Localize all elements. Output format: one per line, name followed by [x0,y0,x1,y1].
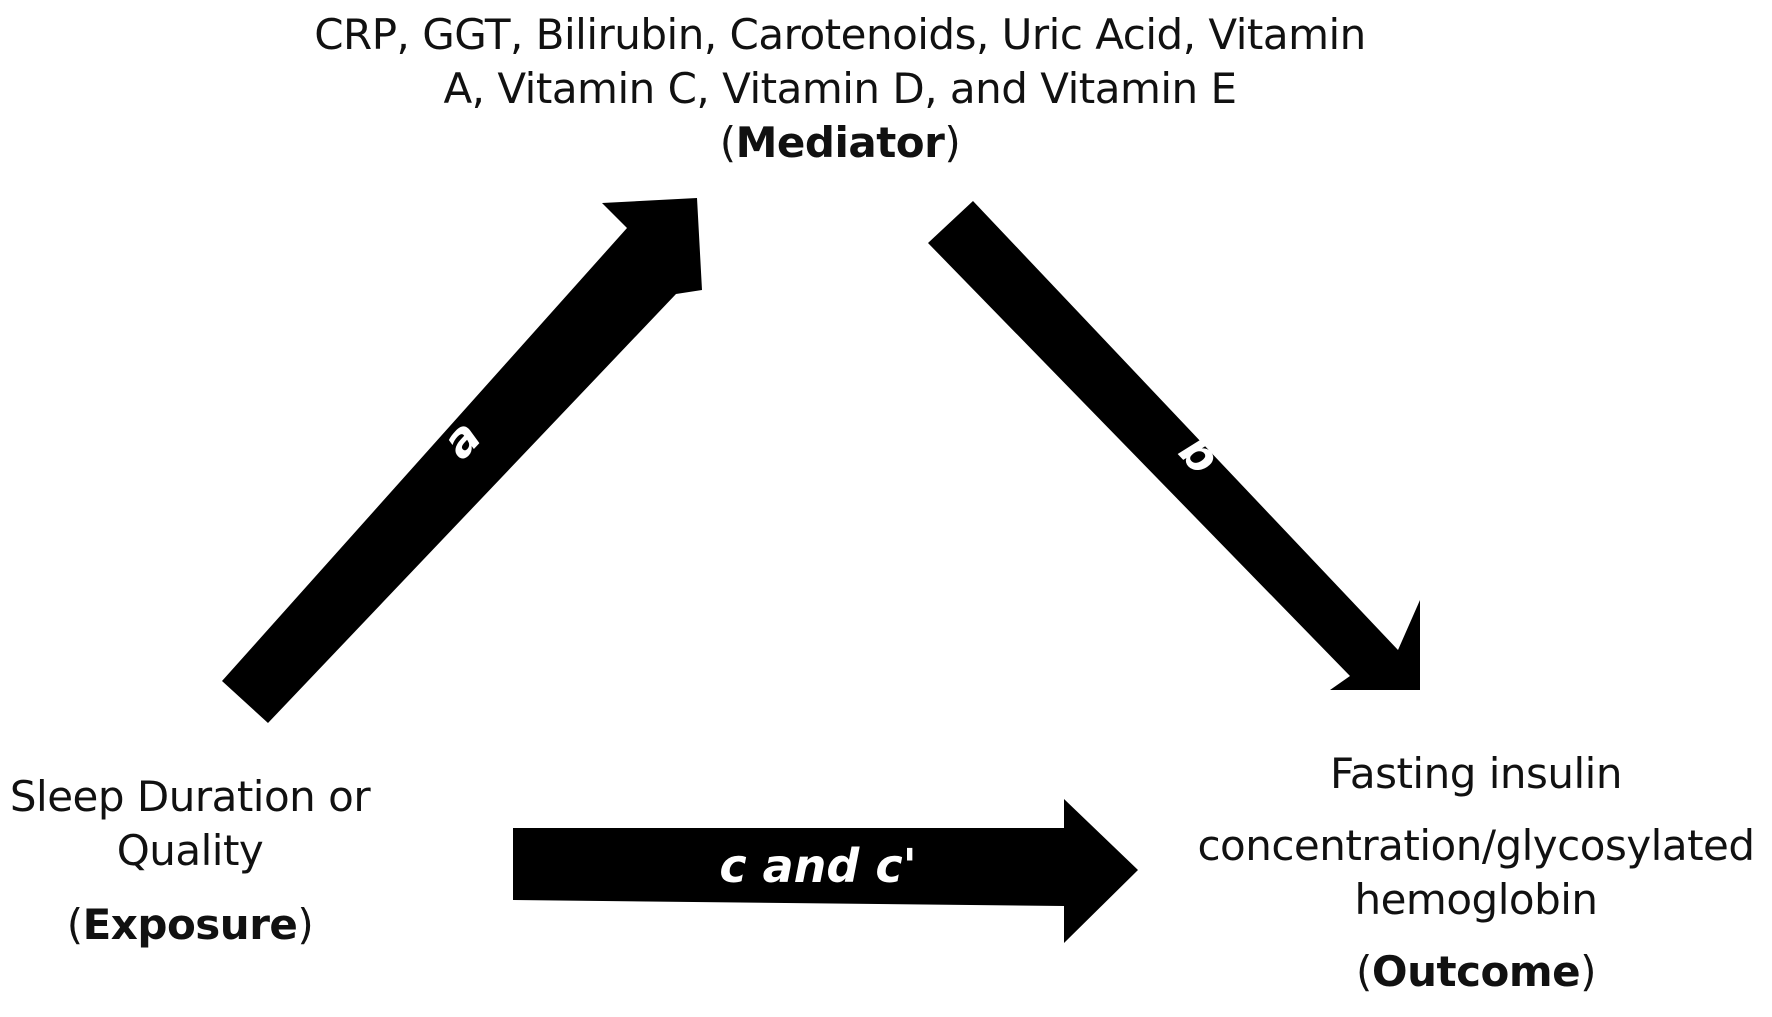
mediator-node: CRP, GGT, Bilirubin, Carotenoids, Uric A… [250,8,1430,170]
exposure-role-line: (Exposure) [66,900,314,949]
path-c-arrow [513,799,1138,943]
exposure-node: Sleep Duration or Quality (Exposure) [0,770,380,952]
path-c-label: c and c' [719,839,916,893]
exposure-text-line1: Sleep Duration or [9,772,371,821]
outcome-text-line2: concentration/glycosylated [1197,821,1755,870]
mediator-text-line1: CRP, GGT, Bilirubin, Carotenoids, Uric A… [314,10,1366,59]
exposure-role: Exposure [82,900,298,949]
outcome-text-line1: Fasting insulin [1330,749,1622,798]
path-b-arrow [928,201,1420,690]
path-a-arrow [222,198,702,723]
mediator-role-line: (Mediator) [719,118,961,167]
mediator-text-line2: A, Vitamin C, Vitamin D, and Vitamin E [443,64,1237,113]
outcome-role-line: (Outcome) [1356,947,1596,996]
outcome-role: Outcome [1371,947,1581,996]
outcome-node: Fasting insulin concentration/glycosylat… [1180,747,1772,999]
exposure-text-line2: Quality [116,826,264,875]
outcome-text-line3: hemoglobin [1354,875,1598,924]
mediator-role: Mediator [735,118,945,167]
